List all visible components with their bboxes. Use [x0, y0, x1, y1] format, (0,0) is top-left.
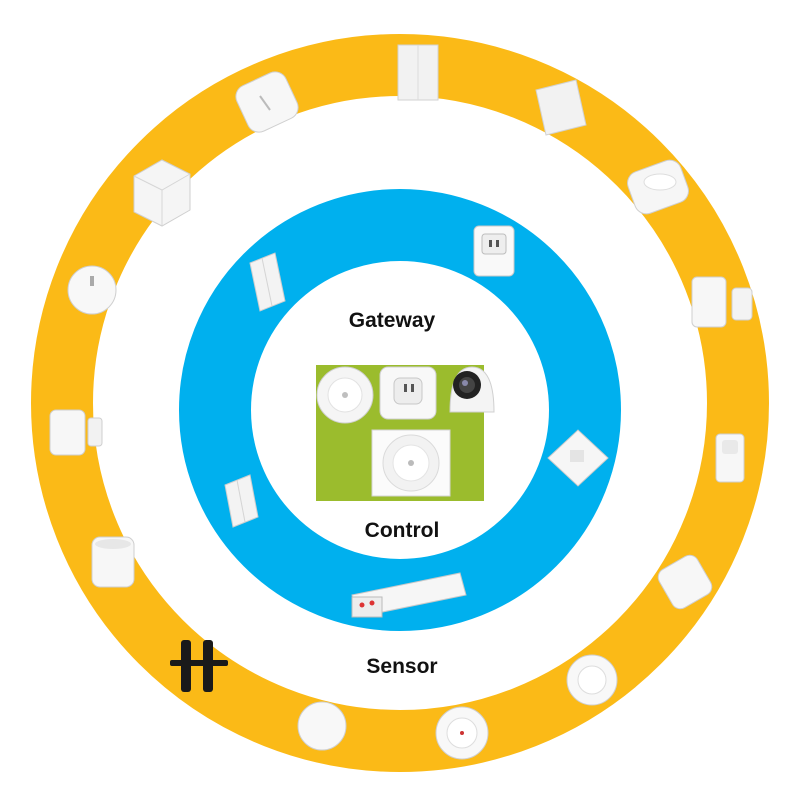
smoke-sensor-icon	[627, 159, 689, 215]
cube-controller-icon	[133, 159, 191, 227]
water-leak-sensor-icon	[435, 706, 489, 760]
door-window-sensor-icon	[691, 276, 753, 328]
temperature-sensor-icon	[67, 265, 117, 315]
gateway-label: Gateway	[348, 309, 436, 332]
vibration-sensor-icon	[657, 554, 713, 610]
gateway-panel	[316, 365, 495, 501]
wall-switch-icon	[397, 44, 439, 101]
door-window-sensor-icon	[49, 409, 103, 456]
wireless-switch-icon	[235, 71, 299, 133]
gas-detector-icon	[566, 654, 618, 706]
smart-plug-icon	[473, 225, 515, 277]
door-lock-icon	[170, 640, 228, 692]
camera-icon	[449, 366, 495, 413]
wall-switch-icon	[535, 79, 587, 136]
sensor-label: Sensor	[366, 655, 438, 678]
wall-switch-icon	[224, 474, 259, 528]
curtain-motor-icon	[351, 572, 467, 618]
wall-switch-icon	[249, 252, 286, 312]
control-label: Control	[364, 519, 440, 542]
hub-icon	[316, 366, 374, 424]
wall-outlet-icon	[547, 429, 609, 487]
motion-sensor-icon	[91, 536, 135, 588]
wireless-button-icon	[297, 701, 347, 751]
gateway-icon	[371, 429, 451, 497]
motion-sensor-icon	[715, 433, 745, 483]
ac-companion-icon	[379, 366, 437, 420]
